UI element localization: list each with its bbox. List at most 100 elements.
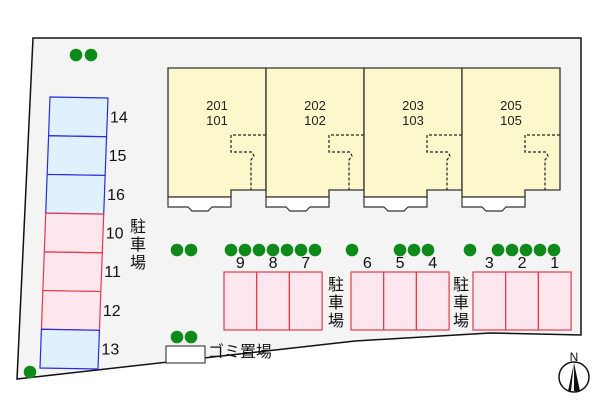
tree-icon bbox=[547, 243, 561, 257]
parking-space-number: 6 bbox=[363, 255, 372, 272]
parking-space-box bbox=[46, 135, 108, 177]
parking-space-box bbox=[537, 271, 572, 331]
parking-space-box bbox=[39, 328, 101, 370]
parking-space-number: 12 bbox=[103, 303, 121, 320]
parking-space-number: 7 bbox=[301, 255, 310, 272]
garbage-label: ゴミ置場 bbox=[208, 342, 272, 361]
trees bbox=[23, 48, 561, 379]
parking-space-number: 4 bbox=[428, 255, 437, 272]
parking-space-number: 15 bbox=[109, 148, 127, 165]
parking-space-box bbox=[350, 271, 385, 331]
parking-char: 駐 bbox=[453, 275, 469, 294]
parking-space-box bbox=[47, 96, 109, 138]
unit-number-lower: 105 bbox=[500, 113, 522, 128]
parking-space-box bbox=[383, 271, 418, 331]
stairs-outline bbox=[524, 134, 560, 190]
entrance-step bbox=[167, 196, 232, 212]
garbage-area: ゴミ置場 bbox=[165, 342, 272, 364]
parking-label-left: 駐 車 場 bbox=[130, 217, 146, 272]
parking-space: 10 bbox=[43, 212, 124, 254]
parking-space-number: 5 bbox=[396, 255, 405, 272]
tree-icon bbox=[266, 243, 280, 257]
tree-icon bbox=[170, 243, 184, 257]
parking-char: 駐 bbox=[130, 217, 146, 236]
entrance-step bbox=[461, 196, 526, 212]
parking-char: 場 bbox=[130, 253, 146, 272]
tree-icon bbox=[421, 243, 435, 257]
parking-space-number: 11 bbox=[104, 264, 121, 281]
parking-char: 車 bbox=[130, 235, 146, 254]
tree-icon bbox=[184, 330, 198, 344]
left-parking-area: 14 15 16 10 11 12 13 bbox=[39, 96, 128, 370]
parking-char: 車 bbox=[328, 293, 344, 312]
tree-icon bbox=[238, 243, 252, 257]
parking-group: 6 5 4 bbox=[350, 255, 450, 331]
tree-icon bbox=[252, 243, 266, 257]
tree-icon bbox=[184, 243, 198, 257]
parking-space: 14 bbox=[47, 96, 128, 138]
parking-space-box bbox=[40, 289, 102, 331]
parking-space-number: 16 bbox=[107, 187, 125, 204]
parking-char: 場 bbox=[328, 311, 344, 330]
parking-space-box bbox=[415, 271, 450, 331]
parking-space-box bbox=[223, 271, 258, 331]
parking-space-number: 3 bbox=[485, 255, 494, 272]
unit-number-upper: 201 bbox=[206, 98, 228, 113]
tree-icon bbox=[170, 330, 184, 344]
garbage-box bbox=[165, 345, 206, 364]
tree-icon bbox=[407, 243, 421, 257]
parking-space-box bbox=[42, 251, 103, 293]
parking-char: 駐 bbox=[328, 275, 344, 294]
parking-space: 16 bbox=[45, 173, 125, 215]
north-label: N bbox=[570, 350, 579, 364]
stairs-outline bbox=[230, 134, 266, 190]
tree-icon bbox=[224, 243, 238, 257]
parking-space-box bbox=[43, 212, 105, 254]
unit-number-upper: 205 bbox=[500, 98, 522, 113]
parking-space-number: 1 bbox=[550, 255, 559, 272]
tree-icon bbox=[69, 48, 83, 62]
parking-space-number: 13 bbox=[101, 342, 119, 359]
parking-char: 車 bbox=[453, 293, 469, 312]
parking-space-number: 10 bbox=[106, 226, 124, 243]
tree-icon bbox=[505, 243, 519, 257]
parking-space-number: 14 bbox=[110, 109, 128, 126]
unit-number-upper: 202 bbox=[304, 98, 326, 113]
parking-space: 15 bbox=[46, 135, 127, 177]
parking-space-box bbox=[45, 173, 106, 215]
tree-icon bbox=[519, 243, 533, 257]
stairs-outline bbox=[328, 134, 364, 190]
tree-icon bbox=[280, 243, 294, 257]
parking-label-middle: 駐 車 場 bbox=[328, 275, 344, 330]
parking-space-box bbox=[288, 271, 323, 331]
unit-number-lower: 103 bbox=[402, 113, 424, 128]
unit-number-lower: 101 bbox=[206, 113, 228, 128]
entrance-step bbox=[363, 196, 428, 212]
parking-space-number: 9 bbox=[236, 255, 245, 272]
parking-space-box bbox=[256, 271, 291, 331]
parking-char: 場 bbox=[453, 311, 469, 330]
unit-number-upper: 203 bbox=[402, 98, 424, 113]
parking-space-number: 2 bbox=[518, 255, 527, 272]
tree-icon bbox=[393, 243, 407, 257]
tree-icon bbox=[533, 243, 547, 257]
parking-group: 3 2 1 bbox=[472, 255, 572, 331]
tree-icon bbox=[463, 243, 477, 257]
parking-space-number: 8 bbox=[269, 255, 278, 272]
north-arrow-icon: N bbox=[558, 350, 590, 393]
stairs-outline bbox=[426, 134, 462, 190]
bottom-parking-area: 9 8 7 6 5 4 3 2 1 bbox=[223, 255, 572, 331]
parking-space-box bbox=[472, 271, 507, 331]
parking-group: 9 8 7 bbox=[223, 255, 323, 331]
parking-space: 13 bbox=[39, 328, 119, 370]
tree-icon bbox=[308, 243, 322, 257]
tree-icon bbox=[491, 243, 505, 257]
tree-icon bbox=[23, 365, 37, 379]
unit-number-lower: 102 bbox=[304, 113, 326, 128]
